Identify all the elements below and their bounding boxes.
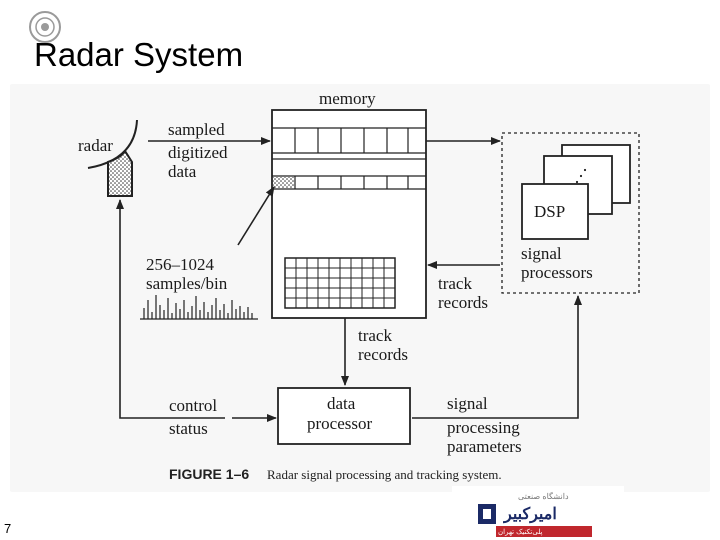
label-data-processor-2: processor — [307, 414, 373, 433]
radar-antenna — [87, 119, 138, 197]
label-samples-per-bin: samples/bin — [146, 274, 228, 293]
label-track-records-right-1: track — [438, 274, 472, 293]
logo-text-top: دانشگاه صنعتی — [518, 492, 569, 501]
label-samples-range: 256–1024 — [146, 255, 214, 274]
logo-text-bottom: پلی‌تکنیک تهران — [498, 529, 543, 536]
signal-processors-group — [501, 132, 640, 294]
logo-text-main: امیرکبیر — [504, 506, 557, 523]
label-radar: radar — [78, 136, 113, 155]
label-track-records-bottom-2: records — [358, 345, 409, 364]
label-signal-processing-3: parameters — [447, 437, 522, 456]
logo-red-band — [496, 526, 592, 537]
label-track-records-right-2: records — [438, 293, 489, 312]
label-control: control — [169, 396, 218, 415]
label-digitized: digitized — [168, 143, 228, 162]
label-processors: processors — [521, 263, 593, 282]
figure-caption-text: Radar signal processing and tracking sys… — [267, 467, 502, 482]
label-signal-processing-2: processing — [447, 418, 520, 437]
label-data-processor-1: data — [327, 394, 356, 413]
label-memory: memory — [319, 89, 376, 108]
label-track-records-bottom-1: track — [358, 326, 392, 345]
label-dsp: DSP — [534, 202, 566, 221]
label-sampled: sampled — [168, 120, 225, 139]
figure-caption-label: FIGURE 1–6 — [169, 466, 250, 482]
track-records-grid — [284, 257, 396, 309]
label-status: status — [169, 419, 208, 438]
slide-number: 7 — [4, 521, 12, 536]
slide-title: Radar System — [34, 36, 244, 73]
university-logo: دانشگاه صنعتی امیرکبیر پلی‌تکنیک تهران — [452, 486, 624, 540]
label-signal: signal — [521, 244, 562, 263]
logo-mark-icon — [478, 504, 496, 524]
samples-waveform — [140, 295, 258, 320]
university-seal-icon — [29, 11, 61, 43]
label-signal-processing-1: signal — [447, 394, 488, 413]
flow-arrows — [116, 137, 582, 422]
data-processor-box — [277, 387, 411, 445]
label-data: data — [168, 162, 197, 181]
